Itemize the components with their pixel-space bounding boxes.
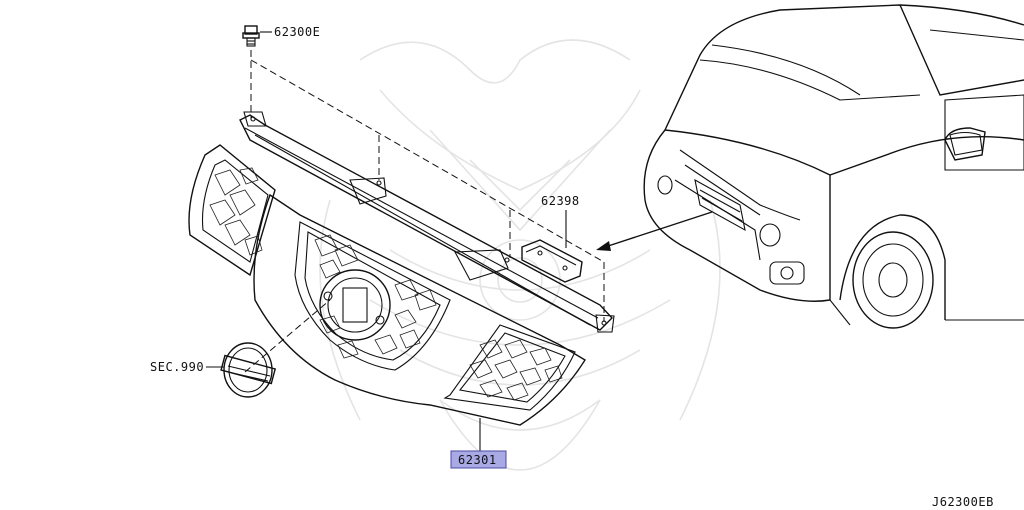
bracket-62398[interactable]	[521, 239, 583, 283]
label-bracket[interactable]: 62398	[541, 194, 580, 208]
label-bolt[interactable]: 62300E	[274, 25, 320, 39]
label-grille[interactable]: 62301	[458, 453, 497, 467]
nissan-emblem[interactable]	[220, 342, 277, 398]
vehicle-illustration	[643, 4, 1024, 329]
assembly-dashed-lines	[244, 50, 605, 373]
drawing-code: J62300EB	[932, 495, 994, 509]
grille-label-highlight	[450, 450, 507, 469]
watermark-logo	[319, 39, 721, 471]
label-emblem[interactable]: SEC.990	[150, 360, 204, 374]
bolt-62300e[interactable]	[242, 25, 260, 47]
front-grille-62301[interactable]	[188, 111, 615, 426]
reference-arrow	[596, 211, 713, 251]
